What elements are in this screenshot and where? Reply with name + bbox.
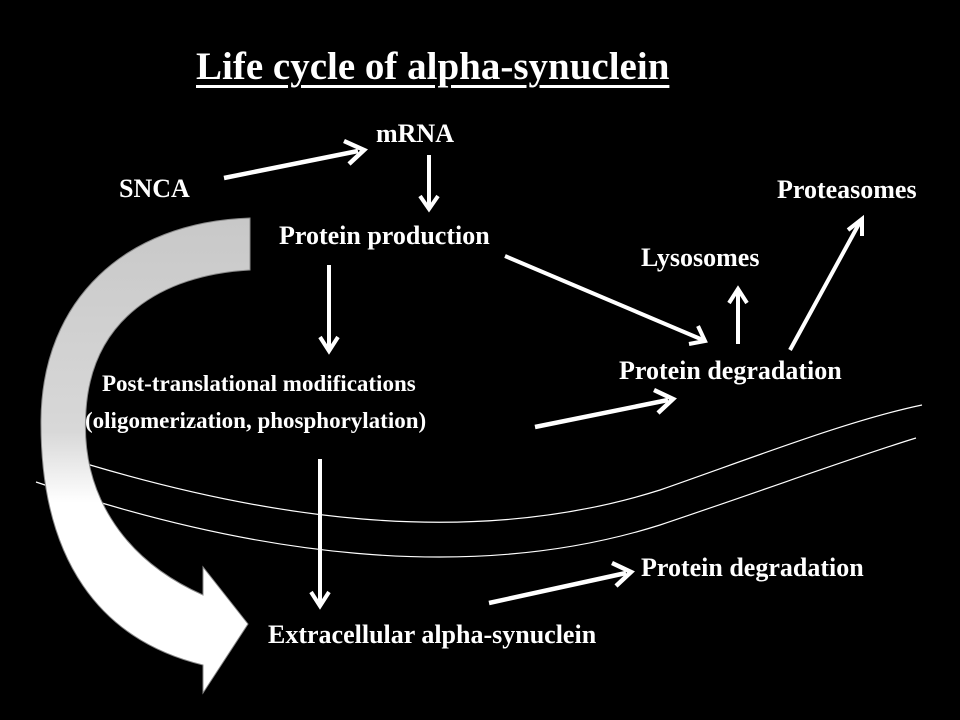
arrow-protein-production-to-degradation	[504, 254, 708, 346]
node-proteasomes: Proteasomes	[777, 175, 917, 204]
node-post-translational-detail: (oligomerization, phosphorylation)	[85, 408, 427, 433]
node-extracellular-alpha-synuclein: Extracellular alpha-synuclein	[268, 620, 597, 649]
arrow-ptm-to-extracellular	[309, 459, 331, 610]
arrow-snca-to-mrna	[223, 138, 369, 181]
node-protein-degradation-intracellular: Protein degradation	[619, 356, 842, 385]
arrow-protein-production-to-ptm	[318, 265, 340, 355]
arrow-mrna-to-protein-production	[418, 155, 440, 213]
cell-membrane-upper	[47, 404, 923, 523]
node-snca: SNCA	[119, 174, 190, 203]
arrow-ptm-to-degradation	[534, 387, 677, 430]
diagram-title: Life cycle of alpha-synuclein	[196, 45, 670, 88]
node-lysosomes: Lysosomes	[641, 243, 760, 272]
arrow-degradation-to-lysosomes	[727, 285, 749, 344]
node-protein-degradation-extracellular: Protein degradation	[641, 553, 864, 582]
node-mrna: mRNA	[376, 119, 454, 148]
cell-membrane-lower	[35, 437, 917, 558]
node-protein-production: Protein production	[279, 221, 490, 250]
node-post-translational-modifications: Post-translational modifications	[102, 371, 416, 396]
arrow-extracellular-to-degradation	[488, 560, 635, 606]
secretion-curved-arrow	[40, 217, 251, 695]
arrow-degradation-to-proteasomes	[788, 214, 864, 351]
